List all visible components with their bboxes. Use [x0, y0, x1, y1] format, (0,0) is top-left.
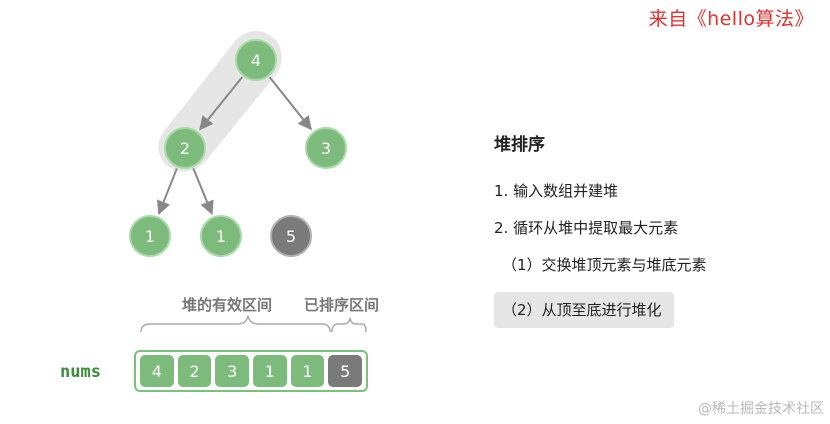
array-cell: 5: [328, 355, 363, 387]
tree-node-n5: 5: [270, 215, 312, 257]
tree-node-value: 3: [321, 139, 331, 158]
tree-node-circle: [164, 127, 206, 169]
heap-range-brace: [140, 315, 331, 333]
tree-node-circle: [235, 39, 277, 81]
tree-node-circle: [200, 215, 242, 257]
step-1: 1. 输入数组并建堆: [494, 182, 619, 200]
sorted-range-label: 已排序区间: [304, 296, 380, 314]
tree-node-n4: 1: [200, 215, 242, 257]
explanation-panel: 堆排序 1. 输入数组并建堆 2. 循环从堆中提取最大元素 （1）交换堆顶元素与…: [494, 130, 707, 328]
tree-node-n1: 2: [164, 127, 206, 169]
step-2-2-current: （2）从顶至底进行堆化: [494, 292, 674, 328]
tree-edge: [199, 76, 243, 131]
nums-label: nums: [60, 362, 101, 382]
array-cell: 1: [290, 355, 325, 387]
tree-edge: [192, 167, 214, 216]
panel-title: 堆排序: [494, 135, 545, 155]
source-watermark: 来自《hello算法》: [648, 8, 814, 30]
tree-node-value: 2: [180, 139, 190, 158]
tree-node-value: 1: [145, 227, 155, 246]
tree-node-value: 5: [286, 227, 296, 246]
array-cell: 4: [140, 355, 174, 387]
tree-node-n3: 1: [129, 215, 171, 257]
tree-node-n0: 4: [235, 39, 277, 81]
tree-edge: [268, 76, 312, 131]
array-cell: 1: [253, 355, 287, 387]
tree-node-n2: 3: [305, 127, 347, 169]
tree-node-circle: [305, 127, 347, 169]
step-2-1: （1）交换堆顶元素与堆底元素: [502, 256, 707, 274]
tree-edge: [157, 168, 178, 216]
tree-node-value: 4: [251, 51, 261, 70]
step-2: 2. 循环从堆中提取最大元素: [494, 219, 679, 237]
tree-nodes: 4 2 3 1 1 5: [129, 39, 347, 257]
heap-tree-diagram: 4 2 3 1 1 5: [129, 31, 347, 257]
heap-range-label: 堆的有效区间: [182, 296, 273, 314]
tree-node-value: 1: [216, 227, 226, 246]
tree-edges: [157, 76, 312, 216]
tree-node-circle: [270, 215, 312, 257]
array-cell: 2: [177, 355, 212, 387]
tree-node-circle: [129, 215, 171, 257]
array-cell: 3: [215, 355, 250, 387]
site-watermark: @稀土掘金技术社区: [698, 401, 824, 417]
sorted-range-brace: [331, 317, 367, 333]
